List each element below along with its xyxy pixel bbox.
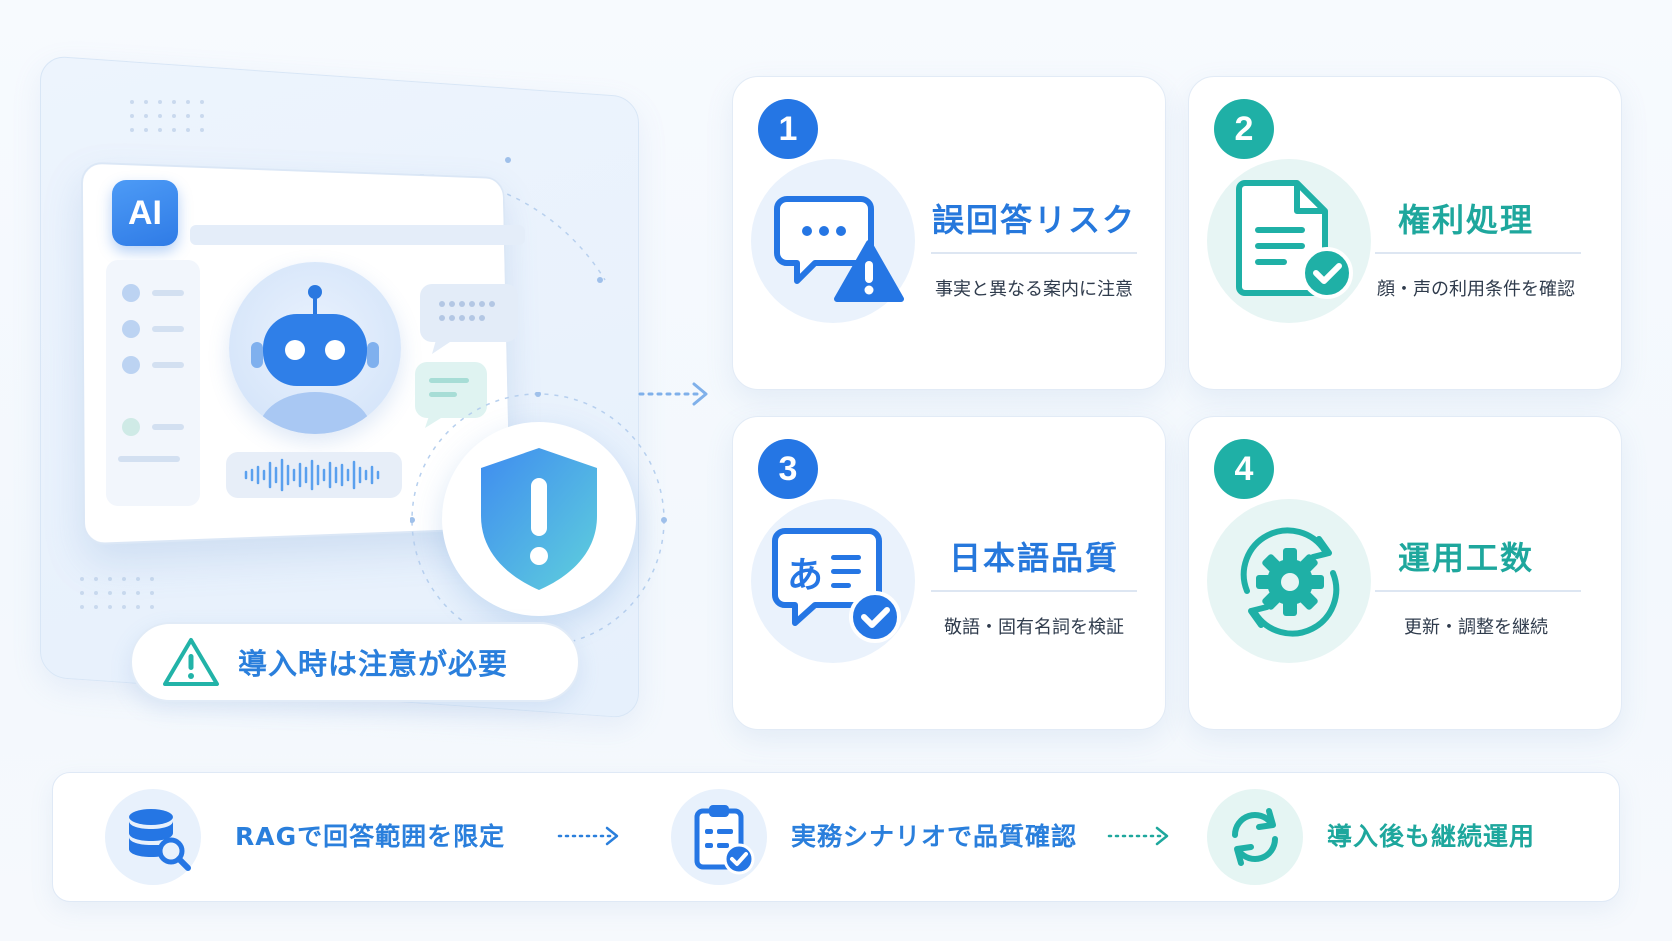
flow-arrow <box>638 382 708 406</box>
card-number: 3 <box>758 439 818 499</box>
robot-avatar <box>229 262 401 434</box>
card-icon-bg: あ <box>751 499 915 663</box>
shield-badge <box>442 422 636 616</box>
risk-card-4: 4 運用工数 更新・調整を継続 <box>1188 416 1622 730</box>
step-arrow <box>1107 826 1169 846</box>
chat-bubble-decor-teal <box>415 362 487 428</box>
card-number: 1 <box>758 99 818 159</box>
card-description: 更新・調整を継続 <box>1404 617 1548 638</box>
step-label: 導入後も継続運用 <box>1327 822 1536 851</box>
card-description: 事実と異なる案内に注意 <box>935 279 1133 300</box>
card-icon-bg <box>1207 499 1371 663</box>
window-topbar <box>190 225 525 245</box>
decor-orbit-shield <box>410 392 667 647</box>
card-divider <box>1375 590 1581 592</box>
card-title: 日本語品質 <box>948 539 1119 577</box>
voice-waveform <box>226 452 402 498</box>
chat-bubble-decor <box>420 284 518 354</box>
mitigation-steps-bar: RAGで回答範囲を限定 実務シナリオで品質確認 導入後も継続運用 <box>52 772 1620 902</box>
step-label: RAGで回答範囲を限定 <box>235 822 506 851</box>
warning-triangle-icon <box>163 638 219 686</box>
decor-dots-top <box>130 100 204 132</box>
document-check-icon <box>1236 180 1353 299</box>
waveform-icon <box>244 458 380 492</box>
card-divider <box>1375 252 1581 254</box>
risk-card-1: 1 誤回答リスク 事実と異なる案内に注意 <box>732 76 1166 390</box>
ai-badge: AI <box>112 180 178 246</box>
card-number: 4 <box>1214 439 1274 499</box>
robot-icon <box>251 285 379 434</box>
card-number: 2 <box>1214 99 1274 159</box>
card-title: 権利処理 <box>1397 201 1534 239</box>
refresh-icon <box>1232 808 1278 866</box>
clipboard-check-icon <box>694 805 755 875</box>
chat-warning-icon <box>774 196 904 302</box>
step-label: 実務シナリオで品質確認 <box>791 822 1078 851</box>
card-description: 顔・声の利用条件を確認 <box>1377 279 1575 300</box>
window-sidebar <box>106 260 200 506</box>
database-search-icon <box>129 809 191 871</box>
japanese-text-check-icon: あ <box>772 528 901 643</box>
step-icon-bg <box>1207 789 1303 885</box>
warning-pill: 導入時は注意が必要 <box>130 622 580 702</box>
risk-card-2: 2 権利処理 顔・声の利用条件を確認 <box>1188 76 1622 390</box>
step-icon-bg <box>105 789 201 885</box>
risk-card-3: 3 あ 日本語品質 敬語・固有名詞を検証 <box>732 416 1166 730</box>
step-icon-bg <box>671 789 767 885</box>
decor-dots-bottom <box>80 577 154 609</box>
card-divider <box>931 590 1137 592</box>
card-divider <box>931 252 1137 254</box>
card-icon-bg <box>751 159 915 323</box>
card-icon-bg <box>1207 159 1371 323</box>
card-description: 敬語・固有名詞を検証 <box>944 617 1124 638</box>
step-arrow <box>557 826 619 846</box>
card-title: 運用工数 <box>1397 539 1534 577</box>
gear-cycle-icon <box>1240 527 1340 637</box>
shield-alert-icon <box>481 448 597 590</box>
warning-text: 導入時は注意が必要 <box>238 647 509 681</box>
card-title: 誤回答リスク <box>931 201 1136 239</box>
svg-text:あ: あ <box>787 555 823 596</box>
